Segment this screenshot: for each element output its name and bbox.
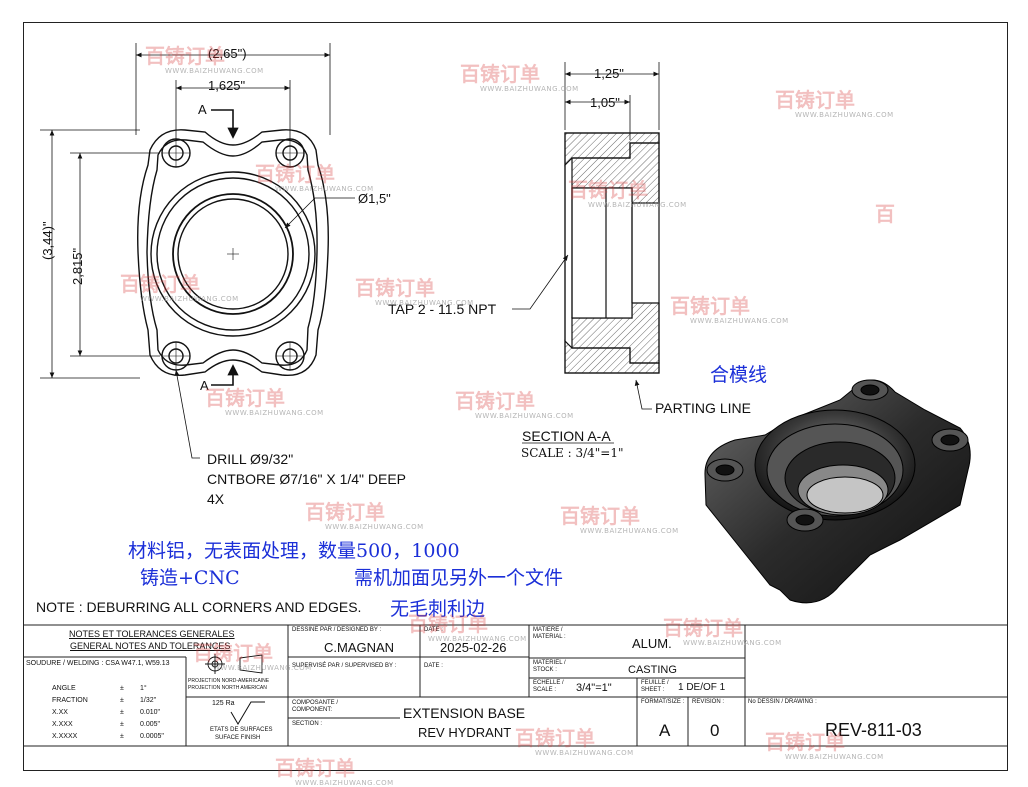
projection-label-en: PROJECTION NORTH AMERICAN (188, 685, 267, 691)
quantity-callout: 4X (207, 491, 225, 507)
tol-pm: ± (120, 685, 124, 692)
tol-value: 0.010" (140, 709, 161, 716)
material-note-cn: 材料铝，无表面处理，数量500，1000 (128, 540, 460, 562)
format-value: A (659, 721, 671, 740)
deburr-note: NOTE : DEBURRING ALL CORNERS AND EDGES. (36, 599, 362, 615)
material-label: MATIERE / MATERIAL : (533, 627, 566, 640)
dim-side-overall: 1,25" (594, 66, 624, 81)
tol-name: X.XXX (52, 721, 73, 728)
front-view (137, 129, 329, 377)
revision-value: 0 (710, 721, 720, 740)
dim-hole-spacing-height: 2,815" (70, 247, 85, 285)
parting-line-callout: PARTING LINE (655, 400, 751, 416)
dim-side-body: 1,05" (590, 95, 620, 110)
section-label: SECTION : (292, 721, 323, 727)
dim-hole-spacing-width: 1,625" (208, 78, 246, 93)
component-label: COMPOSANTE / COMPONENT: (292, 700, 339, 713)
date-label: DATE : (424, 627, 443, 633)
projection-symbol (205, 654, 263, 674)
supervised-by-label: SUPERVISÉ PAR / SUPERVISED BY : (292, 663, 397, 669)
format-label: FORMAT/SIZE : (641, 699, 685, 705)
tol-value: 0.005" (140, 721, 161, 728)
tol-name: X.XXXX (52, 733, 78, 740)
section-dimensions (512, 62, 660, 444)
tol-value: 1/32" (140, 697, 157, 704)
finish-label-fr: ETATS DE SURFACES (210, 727, 273, 733)
tol-value: 0.0005" (140, 733, 164, 740)
dim-overall-height: (3,44)" (40, 221, 55, 260)
finish-label-en: SUFACE FINISH (215, 735, 261, 741)
stock-value: CASTING (628, 664, 677, 676)
designed-by-label: DESSINE PAR / DESIGNED BY : (292, 627, 382, 633)
tap-callout: TAP 2 - 11.5 NPT (388, 301, 497, 317)
parting-line-cn: 合模线 (710, 364, 768, 386)
title-block-lines (23, 624, 1008, 747)
watermark: 百 (875, 202, 895, 226)
supervised-date-label: DATE : (424, 663, 443, 669)
deburr-note-cn: 无毛刺利边 (390, 598, 486, 620)
drawing-number-label: No DESSIN / DRAWING : (748, 699, 817, 705)
iso-render (704, 379, 971, 604)
design-date: 2025-02-26 (440, 640, 507, 655)
finish-symbol (230, 701, 265, 725)
scale-value: 3/4"=1" (576, 682, 612, 694)
drawing-sheet (23, 22, 1008, 771)
sheet-label: FEUILLE / SHEET : (641, 680, 669, 693)
designed-by: C.MAGNAN (324, 640, 395, 655)
material-value: ALUM. (632, 636, 672, 651)
tol-pm: ± (120, 721, 124, 728)
finish-value: 125 Ra (212, 700, 235, 707)
tol-pm: ± (120, 733, 124, 740)
revision-label: REVISION : (692, 699, 725, 705)
drawing-number: REV-811-03 (825, 720, 922, 740)
stock-label: MATERIEL / STOCK : (533, 660, 566, 673)
casting-note-cn: 铸造+CNC (140, 567, 240, 589)
tol-pm: ± (120, 709, 124, 716)
counterbore-callout: CNTBORE Ø7/16" X 1/4" DEEP (207, 471, 407, 487)
dim-overall-width: (2,65") (208, 46, 247, 61)
machining-note-cn: 需机加面见另外一个文件 (354, 567, 564, 589)
section-scale: SCALE : 3/4"=1" (521, 446, 624, 460)
tol-name: ANGLE (52, 685, 76, 692)
tol-name: X.XX (52, 709, 68, 716)
front-dimensions (40, 43, 355, 459)
tol-name: FRACTION (52, 697, 88, 704)
tol-value: 1° (140, 685, 147, 692)
drawing-title-2: REV HYDRANT (418, 725, 512, 740)
section-mark-bottom: A (200, 378, 209, 393)
section-mark-top: A (198, 102, 207, 117)
tol-pm: ± (120, 697, 124, 704)
section-view (564, 132, 660, 374)
notes-title-fr: NOTES ET TOLERANCES GENERALES (69, 629, 235, 639)
section-title: SECTION A-A (522, 428, 611, 444)
notes-title-en: GENERAL NOTES AND TOLERANCES (70, 641, 231, 651)
dim-bore-diameter: Ø1,5" (358, 191, 391, 206)
projection-label-fr: PROJECTION NORD-AMERICAINE (188, 678, 270, 684)
welding-standard: SOUDURE / WELDING : CSA W47.1, W59.13 (26, 660, 170, 667)
drawing-title-1: EXTENSION BASE (403, 705, 526, 721)
scale-label: ECHELLE / SCALE : (533, 680, 564, 693)
sheet-value: 1 DE/OF 1 (678, 682, 726, 693)
drill-callout: DRILL Ø9/32" (207, 451, 294, 467)
